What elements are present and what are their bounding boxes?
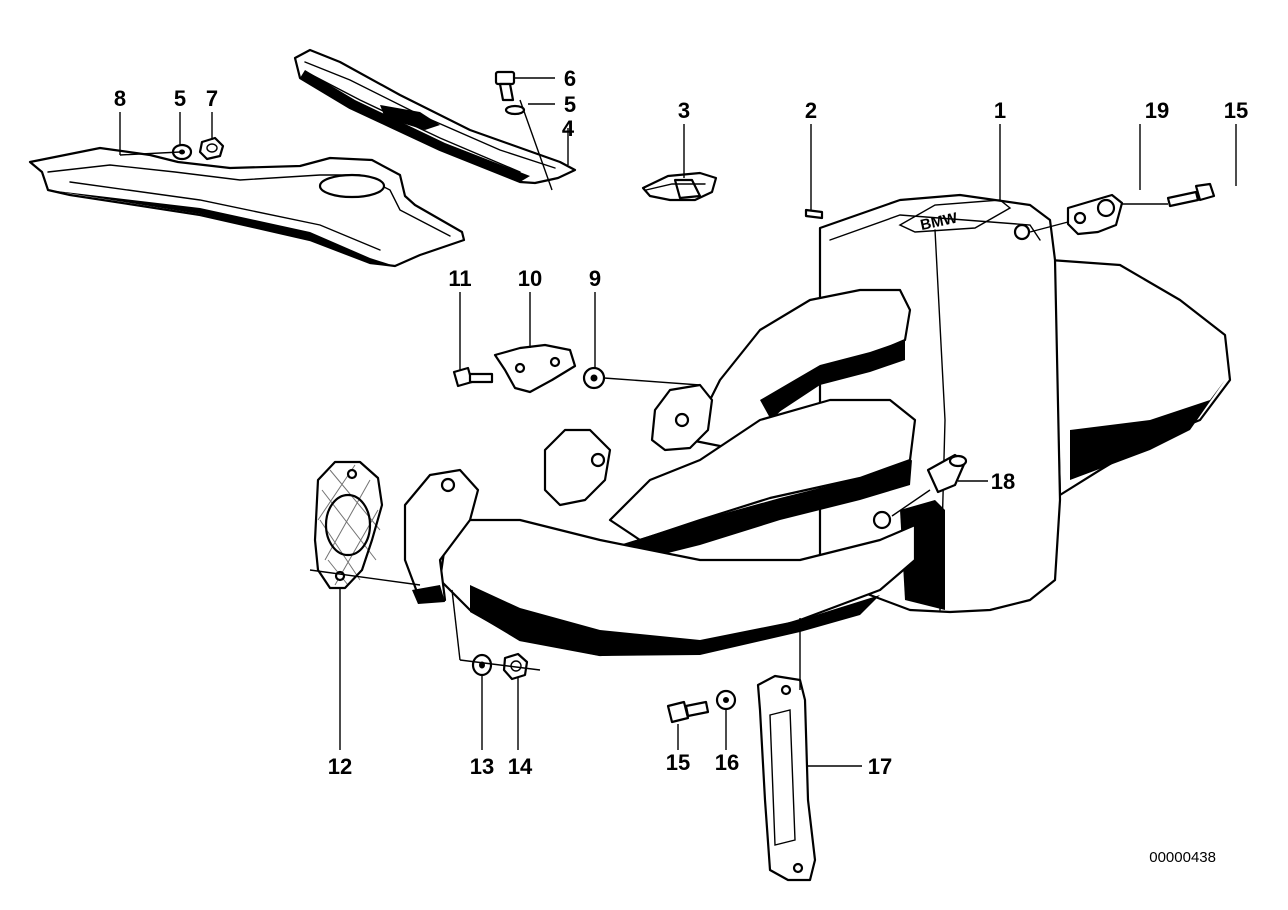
- callout-19: 19: [1145, 98, 1169, 123]
- part-7-nut: [198, 136, 225, 161]
- callout-4: 4: [562, 116, 575, 141]
- callout-17: 17: [868, 754, 892, 779]
- callout-15-bottom: 15: [666, 750, 690, 775]
- callout-5-left: 5: [174, 86, 186, 111]
- callout-12: 12: [328, 754, 352, 779]
- callout-5-top: 5: [564, 92, 576, 117]
- callout-7: 7: [206, 86, 218, 111]
- part-16-washer: [715, 689, 737, 711]
- callout-15-top: 15: [1224, 98, 1248, 123]
- part-15-bolt-bottom: [666, 700, 710, 724]
- part-18-plug: [926, 453, 968, 494]
- part-11-bolt: [452, 366, 494, 388]
- callouts: 1 2 3 4 5 5 6 7 8 9 10 11 12 13 14 15 15…: [114, 66, 1248, 779]
- part-19-bracket: [1066, 193, 1124, 236]
- callout-16: 16: [715, 750, 739, 775]
- callout-6: 6: [564, 66, 576, 91]
- callout-14: 14: [508, 754, 533, 779]
- diagram-reference-number: 00000438: [1149, 849, 1216, 866]
- part-5-washer-top: [504, 104, 526, 116]
- callout-3: 3: [678, 98, 690, 123]
- part-5-washer-left: [171, 143, 193, 161]
- part-13-washer: [471, 653, 493, 677]
- part-2-stud: [804, 208, 824, 220]
- callout-8: 8: [114, 86, 126, 111]
- callout-1: 1: [994, 98, 1006, 123]
- part-15-bolt-top: [1166, 182, 1216, 208]
- part-6-bolt: [494, 70, 516, 102]
- callout-18: 18: [991, 469, 1015, 494]
- part-10-bracket: [493, 343, 577, 394]
- leader-lines: [119, 77, 1237, 767]
- callout-9: 9: [589, 266, 601, 291]
- part-4-heat-shield: [293, 48, 577, 185]
- part-9-washer: [582, 366, 606, 390]
- callout-10: 10: [518, 266, 542, 291]
- part-1-exhaust-manifold: BMW: [403, 193, 1232, 657]
- callout-2: 2: [805, 98, 817, 123]
- part-8-heat-shield: [28, 146, 466, 268]
- part-3-cap: [641, 171, 718, 202]
- part-12-gasket: [313, 460, 384, 590]
- callout-13: 13: [470, 754, 494, 779]
- callout-11: 11: [448, 266, 471, 291]
- part-17-bracket: [756, 674, 817, 882]
